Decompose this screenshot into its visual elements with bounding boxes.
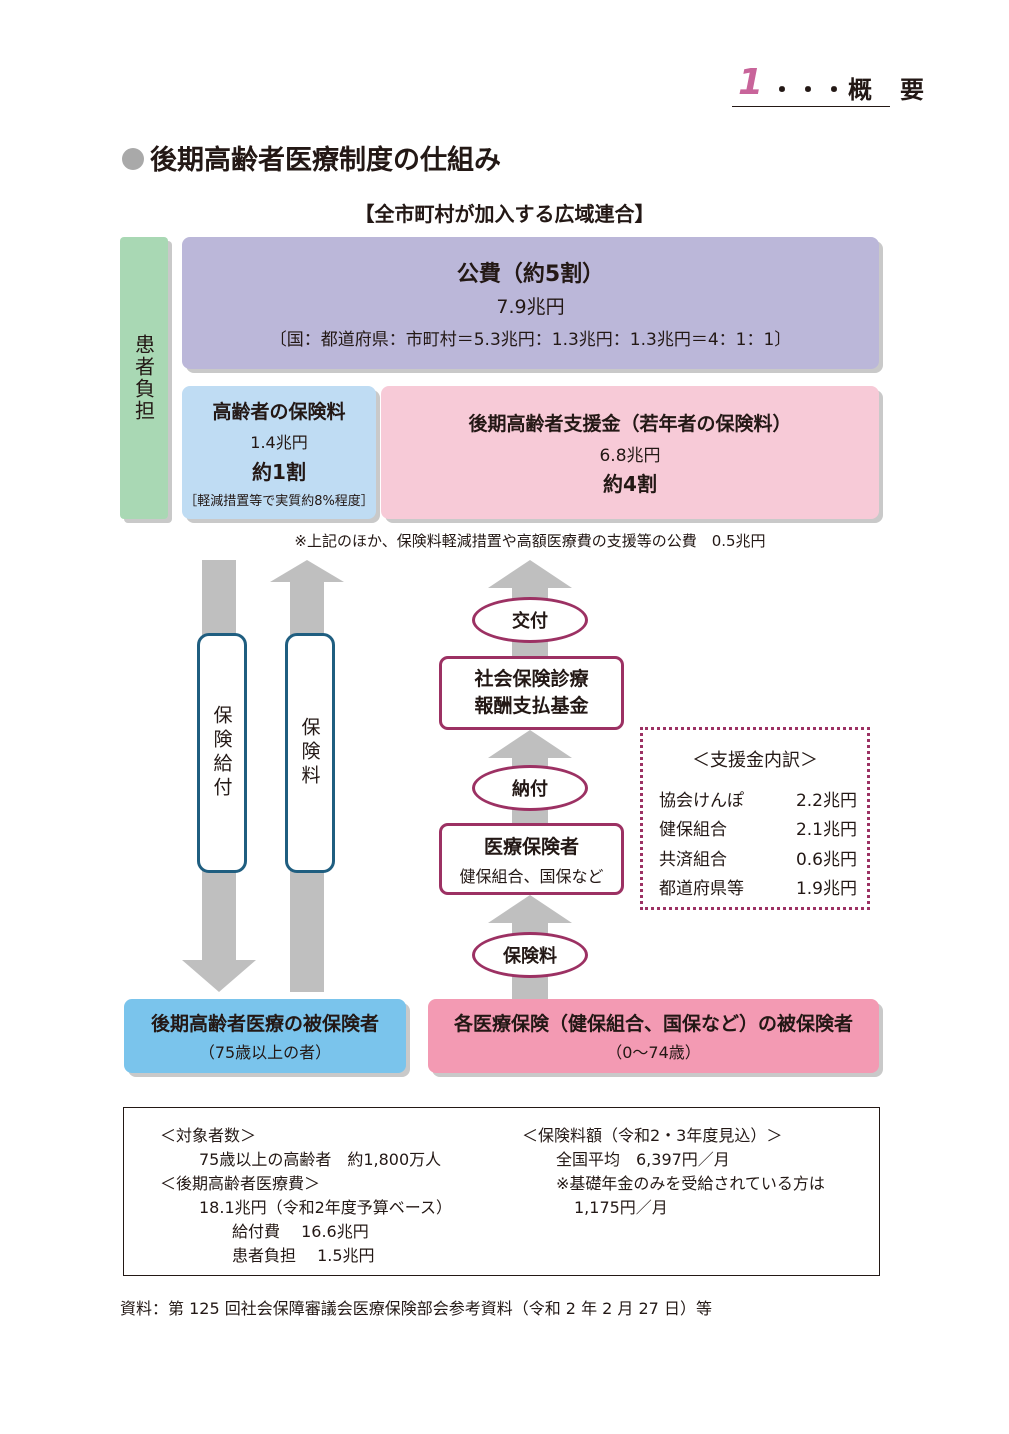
other-insured-box: 各医療保険（健保組合、国保など）の被保険者 （0～74歳） — [428, 999, 879, 1073]
public-funds-box: 公費（約5割） 7.9兆円 〔国：都道府県：市町村＝5.3兆円：1.3兆円：1.… — [182, 237, 879, 369]
breakdown-item-name: 協会けんぽ — [659, 791, 744, 811]
elder-premium-share: 約1割 — [252, 459, 306, 484]
premium-flow-label: 保険料 — [298, 717, 321, 789]
public-funds-amount: 7.9兆円 — [496, 296, 565, 318]
benefit-cost: 給付費 16.6兆円 — [232, 1222, 369, 1241]
breakdown-item-value: 2.1兆円 — [795, 820, 857, 840]
payment-arrow-head — [488, 730, 572, 758]
other-insured-label: 各医療保険（健保組合、国保など）の被保険者 — [453, 1013, 853, 1035]
grant-label: 交付 — [512, 611, 548, 632]
breakdown-item-name: 共済組合 — [659, 850, 727, 870]
cost-heading: ＜後期高齢者医療費＞ — [160, 1174, 321, 1193]
support-fund-share: 約4割 — [603, 471, 657, 496]
breakdown-title: ＜支援金内訳＞ — [692, 750, 818, 771]
bullet-dot-icon — [122, 148, 144, 170]
premium-right-arrow-head — [488, 895, 572, 923]
stats-box: ＜対象者数＞ 75歳以上の高齢者 約1,800万人 ＜後期高齢者医療費＞ 18.… — [123, 1107, 880, 1276]
support-fund-box: 後期高齢者支援金（若年者の保険料） 6.8兆円 約4割 — [381, 386, 879, 519]
page-title: 後期高齢者医療制度の仕組み — [150, 145, 501, 176]
target-heading: ＜対象者数＞ — [160, 1126, 257, 1145]
elderly-insured-sub: （75歳以上の者） — [198, 1043, 332, 1062]
payment-oval: 納付 — [472, 765, 588, 811]
payment-label: 納付 — [512, 779, 548, 800]
breakdown-item-value: 1.9兆円 — [795, 879, 857, 899]
chapter-underline — [732, 106, 890, 107]
grant-arrow-head — [488, 560, 572, 588]
support-fund-amount: 6.8兆円 — [599, 445, 661, 466]
public-funds-note: ※上記のほか、保険料軽減措置や高額医療費の支援等の公費 0.5兆円 — [294, 532, 766, 550]
grant-oval: 交付 — [472, 597, 588, 643]
premium-low: 1,175円／月 — [574, 1198, 668, 1217]
breakdown-item-value: 0.6兆円 — [795, 850, 857, 870]
insurer-sub: 健保組合、国保など — [459, 866, 604, 886]
other-insured-sub: （0～74歳） — [606, 1043, 701, 1062]
breakdown-item-name: 都道府県等 — [659, 879, 744, 899]
patient-burden-label: 患者負担 — [131, 334, 156, 422]
elder-premium-box: 高齢者の保険料 1.4兆円 約1割 ［軽減措置等で実質約8%程度］ — [182, 386, 376, 519]
benefit-flow-label: 保険給付 — [210, 705, 233, 801]
insurer-label: 医療保険者 — [483, 835, 579, 858]
breakdown-item-name: 健保組合 — [659, 820, 727, 840]
support-breakdown-box: ＜支援金内訳＞ 協会けんぽ 2.2兆円 健保組合 2.1兆円 共済組合 0.6兆… — [640, 727, 870, 910]
benefit-flow-label-box: 保険給付 — [197, 633, 247, 873]
support-fund-label: 後期高齢者支援金（若年者の保険料） — [468, 412, 792, 435]
elder-premium-label: 高齢者の保険料 — [212, 400, 346, 423]
payment-fund-box: 社会保険診療 報酬支払基金 — [439, 656, 624, 730]
source-citation: 資料：第 125 回社会保障審議会医療保険部会参考資料（令和 2 年 2 月 2… — [120, 1299, 712, 1318]
diagram-subtitle: 【全市町村が加入する広域連合】 — [354, 202, 655, 226]
chapter-title: ・・・概 要 — [770, 76, 926, 104]
premium-flow-label-box: 保険料 — [285, 633, 335, 873]
patient-cost: 患者負担 1.5兆円 — [232, 1246, 375, 1265]
patient-burden-box: 患者負担 — [120, 237, 168, 519]
premium-arrow-head — [270, 560, 344, 582]
premium-right-label: 保険料 — [503, 946, 557, 967]
breakdown-item-value: 2.2兆円 — [795, 791, 857, 811]
elderly-insured-label: 後期高齢者医療の被保険者 — [150, 1013, 379, 1035]
elderly-insured-box: 後期高齢者医療の被保険者 （75歳以上の者） — [124, 999, 406, 1073]
premium-note: ※基礎年金のみを受給されている方は — [556, 1174, 825, 1193]
premium-average: 全国平均 6,397円／月 — [556, 1150, 730, 1169]
public-funds-label: 公費（約5割） — [456, 262, 605, 287]
payment-fund-line1: 社会保険診療 — [474, 668, 589, 690]
payment-fund-line2: 報酬支払基金 — [474, 695, 589, 717]
premium-right-oval: 保険料 — [472, 932, 588, 978]
benefit-arrow-head — [182, 960, 256, 992]
cost-value: 18.1兆円（令和2年度予算ベース） — [199, 1198, 453, 1217]
insurer-box: 医療保険者 健保組合、国保など — [439, 823, 624, 895]
public-funds-ratio: 〔国：都道府県：市町村＝5.3兆円：1.3兆円：1.3兆円＝4：1：1〕 — [269, 330, 792, 350]
target-value: 75歳以上の高齢者 約1,800万人 — [199, 1150, 442, 1169]
elder-premium-note: ［軽減措置等で実質約8%程度］ — [184, 493, 374, 509]
elder-premium-amount: 1.4兆円 — [250, 432, 308, 452]
premium-heading: ＜保険料額（令和2・3年度見込）＞ — [522, 1126, 783, 1145]
chapter-number: 1 — [738, 62, 764, 103]
